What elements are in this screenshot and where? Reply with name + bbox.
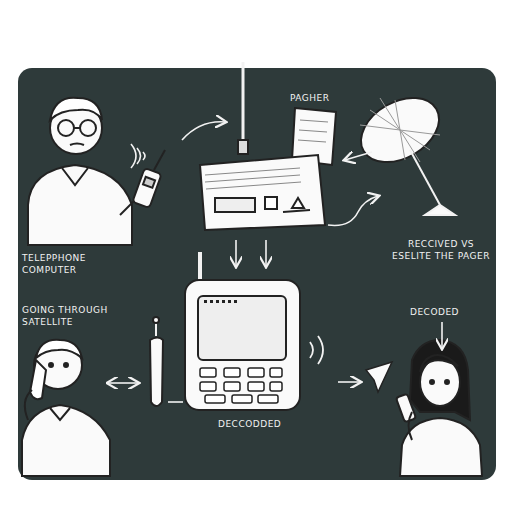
text-label: PAGHER: [290, 92, 360, 104]
arrow: [182, 122, 225, 140]
text-label: GOING THROUGH SATELLITE: [22, 304, 122, 328]
text-label: RECCIVED VS ESELITE THE PAGER: [388, 238, 494, 262]
man-figure: [28, 98, 165, 245]
girl-figure: [396, 340, 482, 476]
arrow: [338, 381, 360, 383]
pager-station: [200, 62, 336, 230]
satellite-dish: [350, 85, 455, 215]
arrow: [345, 152, 372, 160]
arrow: [265, 240, 267, 266]
text-label: DECODED: [410, 306, 480, 318]
screen-dots: [204, 300, 237, 303]
signal-waves: [310, 336, 323, 364]
text-label: TELEPPHONE COMPUTER: [22, 252, 122, 276]
man-figure: [22, 340, 110, 476]
signal-waves: [131, 144, 145, 168]
arrow: [441, 322, 443, 348]
double-arrow: [108, 383, 138, 384]
text-label: DECCODDED: [218, 418, 308, 430]
arrow: [328, 196, 378, 225]
handset: [150, 317, 163, 406]
pager-device: [185, 252, 300, 410]
paper-plane: [366, 362, 392, 392]
arrow: [235, 240, 237, 266]
wire: [168, 401, 183, 403]
background-panel: [18, 68, 496, 480]
